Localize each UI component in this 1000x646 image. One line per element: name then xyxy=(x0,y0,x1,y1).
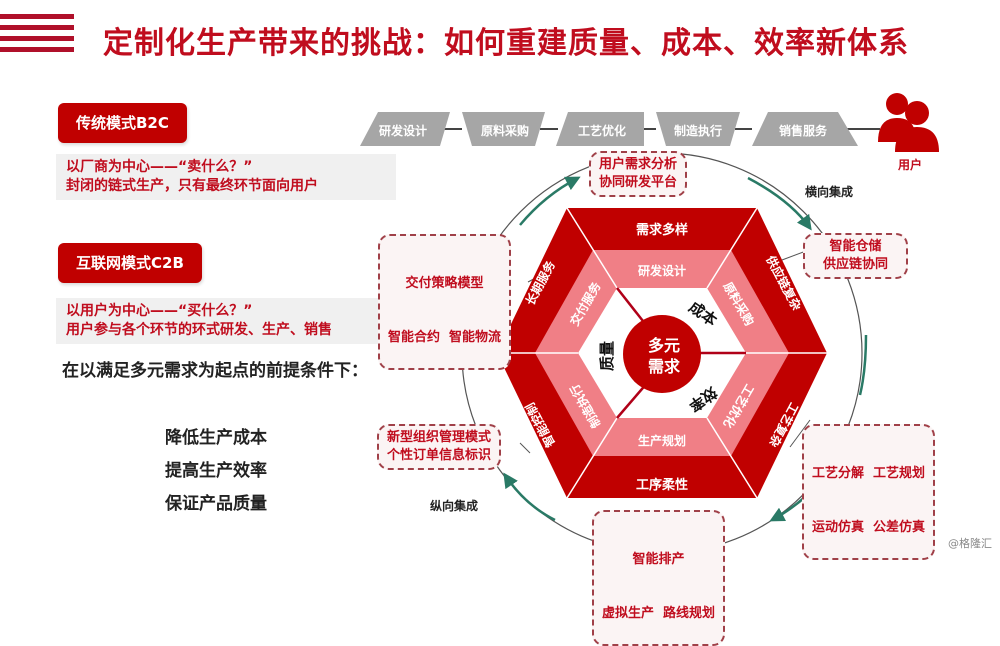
goal-item: 提高生产效率 xyxy=(165,461,267,481)
diagram-canvas: 研发设计 原料采购 工艺优化 制造执行 销售服务 xyxy=(360,93,939,554)
internet-mode-description: 以用户为中心——“买什么？” 用户参与各个环节的环式研发、生产、销售 xyxy=(56,298,396,344)
horizontal-arrow-icon xyxy=(747,176,812,231)
page-title: 定制化生产带来的挑战：如何重建质量、成本、效率新体系 xyxy=(103,26,909,61)
quality-label: 质量 xyxy=(598,341,616,371)
vertical-integration-label: 纵向集成 xyxy=(430,499,479,513)
chain-step-manufacturing: 制造执行 xyxy=(656,112,740,146)
svg-text:制造执行: 制造执行 xyxy=(674,123,722,138)
center-demand: 多元 需求 xyxy=(623,315,701,393)
svg-text:原料采购: 原料采购 xyxy=(481,123,529,138)
premise-text: 在以满足多元需求为起点的前提条件下： xyxy=(62,361,368,381)
horizontal-integration-label: 横向集成 xyxy=(805,185,854,199)
box-line: 用户需求分析 xyxy=(599,157,678,172)
middle-label-bottom: 生产规划 xyxy=(638,433,686,448)
traditional-line-2: 封闭的链式生产，只有最终环节面向用户 xyxy=(66,178,318,194)
goals-list: 降低生产成本 提高生产效率 保证产品质量 xyxy=(165,422,267,521)
box-top-left: 交付策略模型 智能合约 智能物流 xyxy=(378,234,512,370)
watermark: @格隆汇 xyxy=(948,537,992,550)
goal-item: 降低生产成本 xyxy=(165,428,267,448)
box-line: 交付策略模型 xyxy=(405,276,484,291)
svg-text:研发设计: 研发设计 xyxy=(379,123,427,138)
middle-label-top: 研发设计 xyxy=(638,263,686,278)
svg-text:工艺优化: 工艺优化 xyxy=(578,123,626,138)
traditional-mode-description: 以厂商为中心——“卖什么？” 封闭的链式生产，只有最终环节面向用户 xyxy=(56,154,396,200)
goal-item: 保证产品质量 xyxy=(165,494,267,514)
box-line: 智能合约 智能物流 xyxy=(388,330,502,345)
box-bottom-left: 新型组织管理模式 个性订单信息标识 xyxy=(377,424,502,470)
internet-mode-label: 互联网模式C2B xyxy=(58,243,202,283)
title-decoration xyxy=(0,14,74,58)
user-label: 用户 xyxy=(898,158,923,172)
box-bottom-right: 工艺分解 工艺规划 运动仿真 公差仿真 xyxy=(802,424,936,560)
outer-label-bottom: 工序柔性 xyxy=(636,477,688,493)
box-bottom: 智能排产 虚拟生产 路线规划 xyxy=(592,510,726,646)
arrow-icon xyxy=(519,176,581,226)
chain-step-sales: 销售服务 xyxy=(752,112,858,146)
internet-line-1: 以用户为中心——“买什么？” xyxy=(66,303,253,319)
chain-step-rd: 研发设计 xyxy=(360,112,450,146)
box-line: 智能仓储 xyxy=(829,239,882,254)
arc-right xyxy=(858,334,868,396)
svg-text:销售服务: 销售服务 xyxy=(779,123,828,138)
box-top-right: 智能仓储 供应链协同 xyxy=(803,233,909,279)
box-line: 个性订单信息标识 xyxy=(387,448,492,463)
box-top: 用户需求分析 协同研发平台 xyxy=(589,151,688,197)
traditional-line-1: 以厂商为中心——“卖什么？” xyxy=(66,159,253,175)
box-line: 智能排产 xyxy=(632,552,685,567)
box-line: 新型组织管理模式 xyxy=(387,430,492,445)
box-line: 运动仿真 公差仿真 xyxy=(812,520,926,535)
box-line: 供应链协同 xyxy=(823,257,889,272)
vertical-arrow-icon xyxy=(503,472,556,522)
users-icon xyxy=(878,93,939,152)
svg-text:多元: 多元 xyxy=(648,336,680,355)
box-line: 工艺分解 工艺规划 xyxy=(812,466,926,481)
traditional-mode-label: 传统模式B2C xyxy=(58,103,187,143)
internet-line-2: 用户参与各个环节的环式研发、生产、销售 xyxy=(66,322,332,338)
chain-step-process: 工艺优化 xyxy=(556,112,644,146)
box-line: 协同研发平台 xyxy=(599,175,678,190)
outer-label-top: 需求多样 xyxy=(636,222,688,238)
svg-text:需求: 需求 xyxy=(648,357,681,376)
box-line: 虚拟生产 路线规划 xyxy=(602,606,716,621)
chain-step-procurement: 原料采购 xyxy=(462,112,545,146)
